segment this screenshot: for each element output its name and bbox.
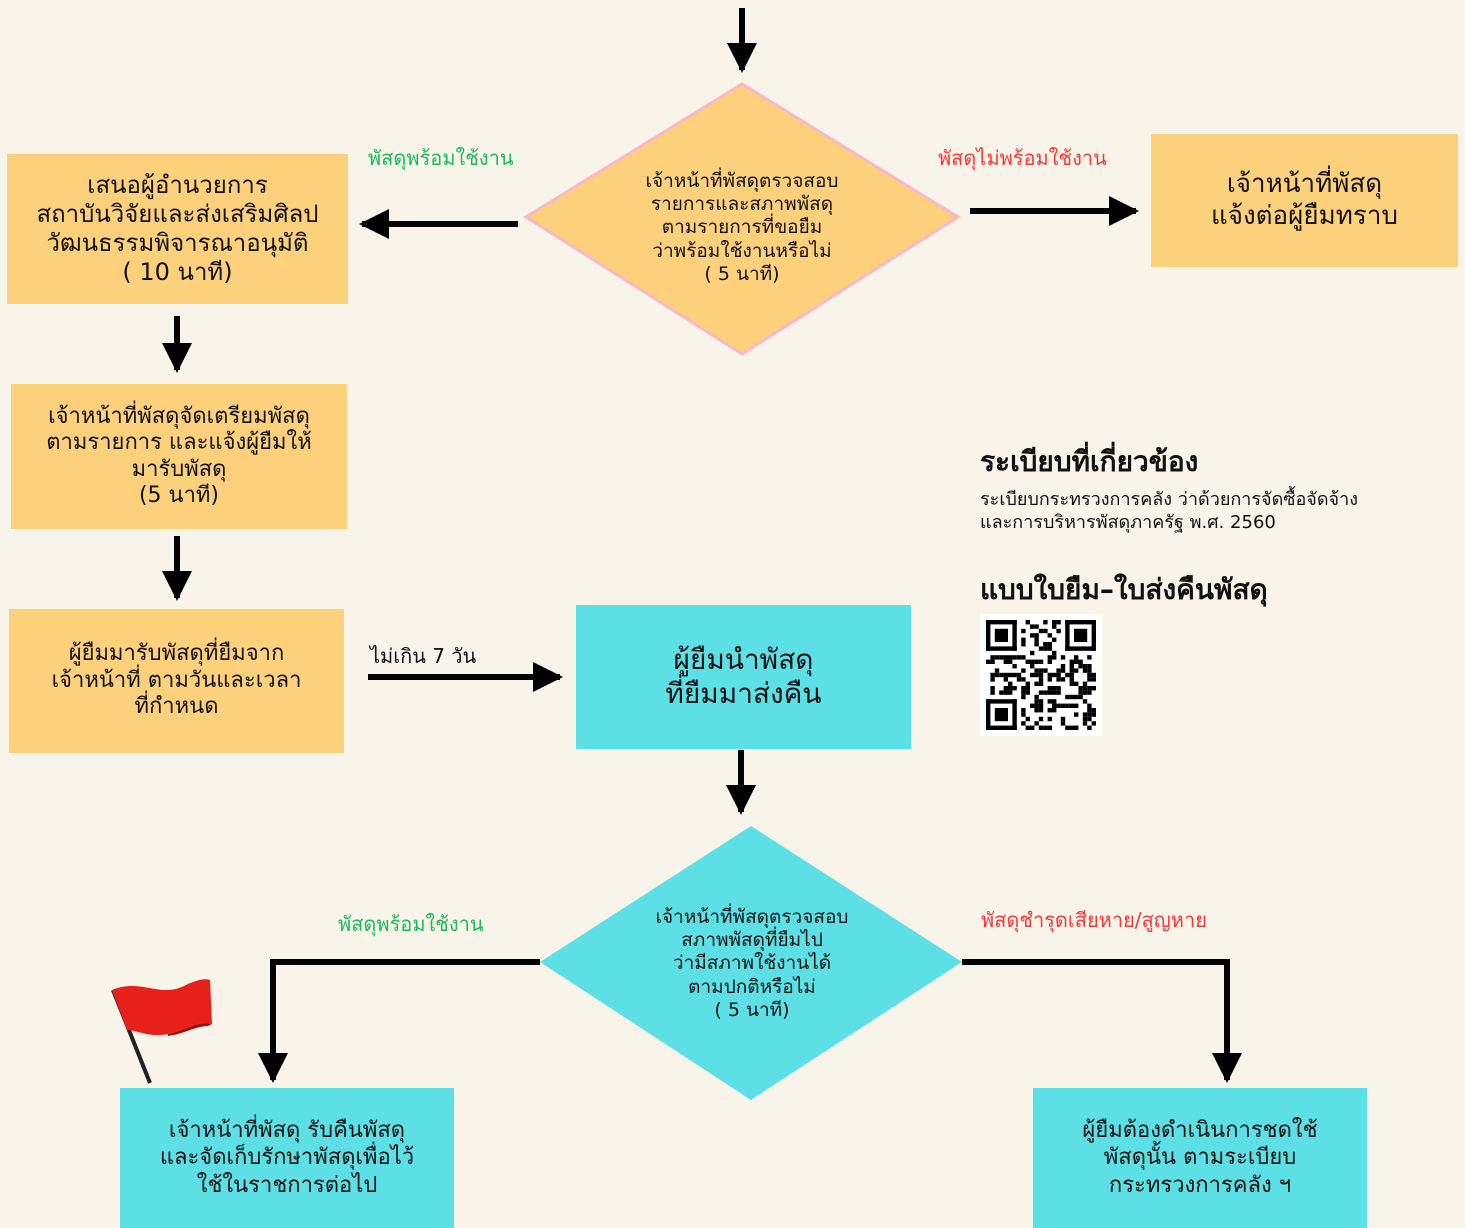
label-not-ready-top: พัสดุไม่พร้อมใช้งาน: [938, 146, 1107, 170]
red-flag-icon: [111, 979, 212, 1084]
bottom-decision-diamond: [540, 826, 962, 1100]
bottom-decision-text: เจ้าหน้าที่พัสดุตรวจสอบ สภาพพัสดุที่ยืมไ…: [655, 906, 849, 1021]
label-ready-bottom: พัสดุพร้อมใช้งาน: [338, 912, 484, 936]
label-damaged-lost: พัสดุชำรุดเสียหาย/สูญหาย: [981, 908, 1207, 932]
top-decision-text: เจ้าหน้าที่พัสดุตรวจสอบ รายการและสภาพพัส…: [645, 170, 839, 285]
propose-director-box: เสนอผู้อำนวยการ สถาบันวิจัยและส่งเสริมศิ…: [7, 154, 348, 304]
arrow-to-store: [258, 959, 540, 1083]
regulations-heading: ระเบียบที่เกี่ยวข้อง: [980, 445, 1199, 478]
return-items-box: ผู้ยืมนำพัสดุ ที่ยืมมาส่งคืน: [576, 605, 911, 749]
notify-borrower-box: เจ้าหน้าที่พัสดุ แจ้งต่อผู้ยืมทราบ: [1151, 134, 1458, 267]
arrow-to-compensate: [962, 959, 1242, 1083]
receive-items-box: ผู้ยืมมารับพัสดุที่ยืมจาก เจ้าหน้าที่ ตา…: [9, 609, 344, 753]
compensate-box: ผู้ยืมต้องดำเนินการชดใช้ พัสดุนั้น ตามระ…: [1033, 1088, 1367, 1228]
regulations-text: ระเบียบกระทรวงการคลัง ว่าด้วยการจัดซื้อจ…: [980, 489, 1358, 534]
form-heading: แบบใบยืม–ใบส่งคืนพัสดุ: [980, 573, 1268, 606]
top-decision-diamond: [523, 82, 961, 356]
prepare-items-box: เจ้าหน้าที่พัสดุจัดเตรียมพัสดุ ตามรายการ…: [11, 384, 347, 529]
label-ready-top: พัสดุพร้อมใช้งาน: [368, 146, 514, 170]
qr-code-icon: [980, 614, 1102, 736]
label-within-7-days: ไม่เกิน 7 วัน: [370, 644, 477, 668]
store-items-box: เจ้าหน้าที่พัสดุ รับคืนพัสดุ และจัดเก็บร…: [120, 1088, 454, 1228]
